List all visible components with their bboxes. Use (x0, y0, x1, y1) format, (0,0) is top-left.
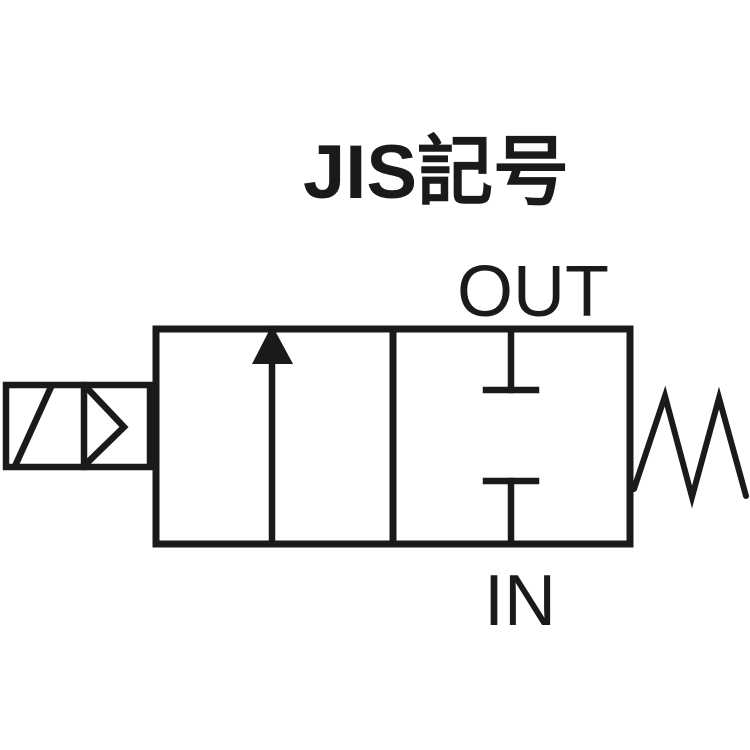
out-port-label: OUT (457, 252, 609, 332)
solenoid-triangle (82, 383, 129, 468)
schematic-lines (2, 325, 749, 548)
inner-symbols (2, 325, 749, 548)
flow-arrow-head (252, 325, 293, 364)
return-spring-zigzag (631, 385, 749, 509)
in-port-label: IN (484, 561, 556, 641)
solenoid-slash (11, 382, 56, 469)
solenoid-box (2, 381, 154, 471)
diagram-title: JIS記号 (303, 130, 569, 215)
